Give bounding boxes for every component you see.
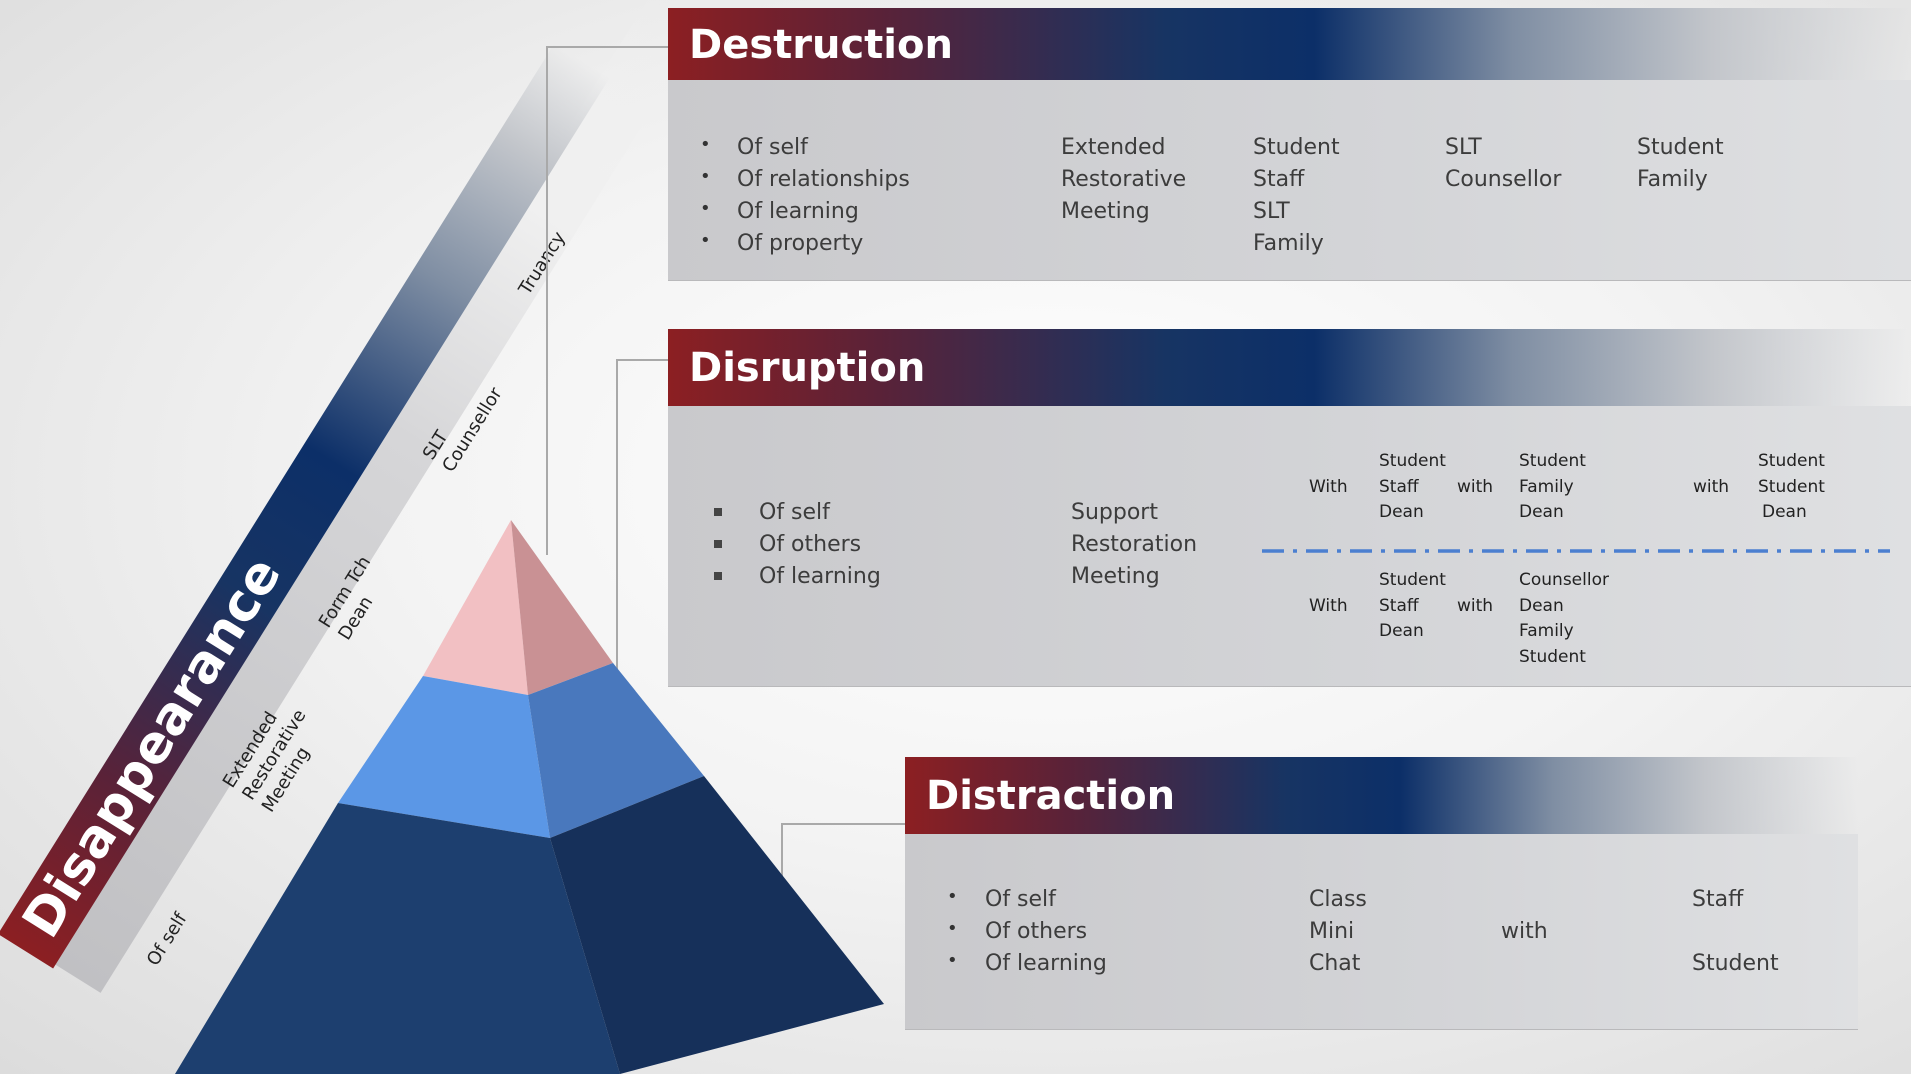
disruption-header: Disruption	[668, 329, 1911, 406]
participant: Staff	[1379, 477, 1419, 497]
destruction-action-line: Meeting	[1061, 199, 1150, 224]
destruction-action-line: Extended	[1061, 135, 1166, 160]
disruption-action-line: Support	[1071, 500, 1158, 525]
disruption-action-line: Meeting	[1071, 564, 1160, 589]
participant: Student	[1758, 451, 1825, 471]
distraction-action-line: Class	[1309, 887, 1367, 912]
destruction-bullet-item: Of relationships	[737, 167, 910, 192]
bullet-dot: •	[947, 950, 958, 971]
participant: Student	[1379, 451, 1446, 471]
destruction-title: Destruction	[689, 22, 953, 68]
with-label: with	[1457, 477, 1494, 497]
participant: SLT	[1445, 135, 1482, 160]
distraction-action-line: Mini	[1309, 919, 1355, 944]
disruption-body	[668, 406, 1911, 687]
participant: Student	[1692, 951, 1779, 976]
participant: Dean	[1519, 596, 1564, 616]
participant: Counsellor	[1445, 167, 1562, 192]
bullet-square	[714, 540, 722, 548]
participant: Staff	[1692, 887, 1744, 912]
participant: Student	[1379, 570, 1446, 590]
with-label: with	[1501, 919, 1548, 944]
distraction-action-line: Chat	[1309, 951, 1361, 976]
participant: Family	[1637, 167, 1708, 192]
pyramid-base-left-face	[175, 803, 620, 1074]
participant: Student	[1519, 647, 1586, 667]
destruction-body	[668, 80, 1911, 281]
participant: Staff	[1253, 167, 1305, 192]
participant: Dean	[1379, 621, 1424, 641]
participant: Student	[1519, 451, 1586, 471]
pyramid-top-left-face	[423, 520, 528, 695]
distraction-header: Distraction	[905, 757, 1858, 834]
distraction-title: Distraction	[926, 773, 1176, 819]
pyramid-middle-right-face	[528, 663, 704, 838]
bullet-dot: •	[947, 886, 958, 907]
participant: Dean	[1762, 502, 1807, 522]
participant: Staff	[1379, 596, 1419, 616]
with-label: With	[1309, 596, 1348, 616]
participant: SLT	[1253, 199, 1290, 224]
participant: Family	[1519, 621, 1574, 641]
distraction-bullet-item: Of self	[985, 887, 1056, 912]
destruction-panel: Destruction	[668, 8, 1911, 281]
disruption-panel: Disruption	[668, 329, 1911, 687]
disruption-bullet-item: Of learning	[759, 564, 881, 589]
participant: Student	[1253, 135, 1340, 160]
distraction-bullet-item: Of others	[985, 919, 1088, 944]
participant: Dean	[1379, 502, 1424, 522]
destruction-bullet-item: Of property	[737, 231, 864, 256]
bullet-dot: •	[700, 230, 711, 251]
distraction-bullet-item: Of learning	[985, 951, 1107, 976]
participant: Student	[1637, 135, 1724, 160]
participant: Family	[1253, 231, 1324, 256]
bullet-dot: •	[700, 166, 711, 187]
pyramid-top-right-face	[511, 520, 613, 695]
participant: Counsellor	[1519, 570, 1609, 590]
participant: Student	[1758, 477, 1825, 497]
distraction-body	[905, 834, 1858, 1030]
participant: Family	[1519, 477, 1574, 497]
bullet-dot: •	[947, 918, 958, 939]
disruption-action-line: Restoration	[1071, 532, 1198, 557]
pyramid-base-right-face	[550, 776, 884, 1074]
with-label: with	[1457, 596, 1494, 616]
destruction-action-line: Restorative	[1061, 167, 1187, 192]
disruption-bullet-item: Of self	[759, 500, 830, 525]
connector-destruction	[546, 46, 668, 555]
connector-disruption	[616, 359, 668, 700]
disruption-title: Disruption	[689, 345, 926, 391]
destruction-bullet-item: Of learning	[737, 199, 859, 224]
destruction-bullet-item: Of self	[737, 135, 808, 160]
distraction-panel: Distraction	[905, 757, 1858, 1030]
bullet-square	[714, 508, 722, 516]
participant: Dean	[1519, 502, 1564, 522]
with-label: with	[1693, 477, 1730, 497]
bullet-square	[714, 572, 722, 580]
bullet-dot: •	[700, 134, 711, 155]
pyramid-middle-left-face	[338, 676, 550, 838]
with-label: With	[1309, 477, 1348, 497]
destruction-header: Destruction	[668, 8, 1911, 80]
bullet-dot: •	[700, 198, 711, 219]
disruption-bullet-item: Of others	[759, 532, 862, 557]
